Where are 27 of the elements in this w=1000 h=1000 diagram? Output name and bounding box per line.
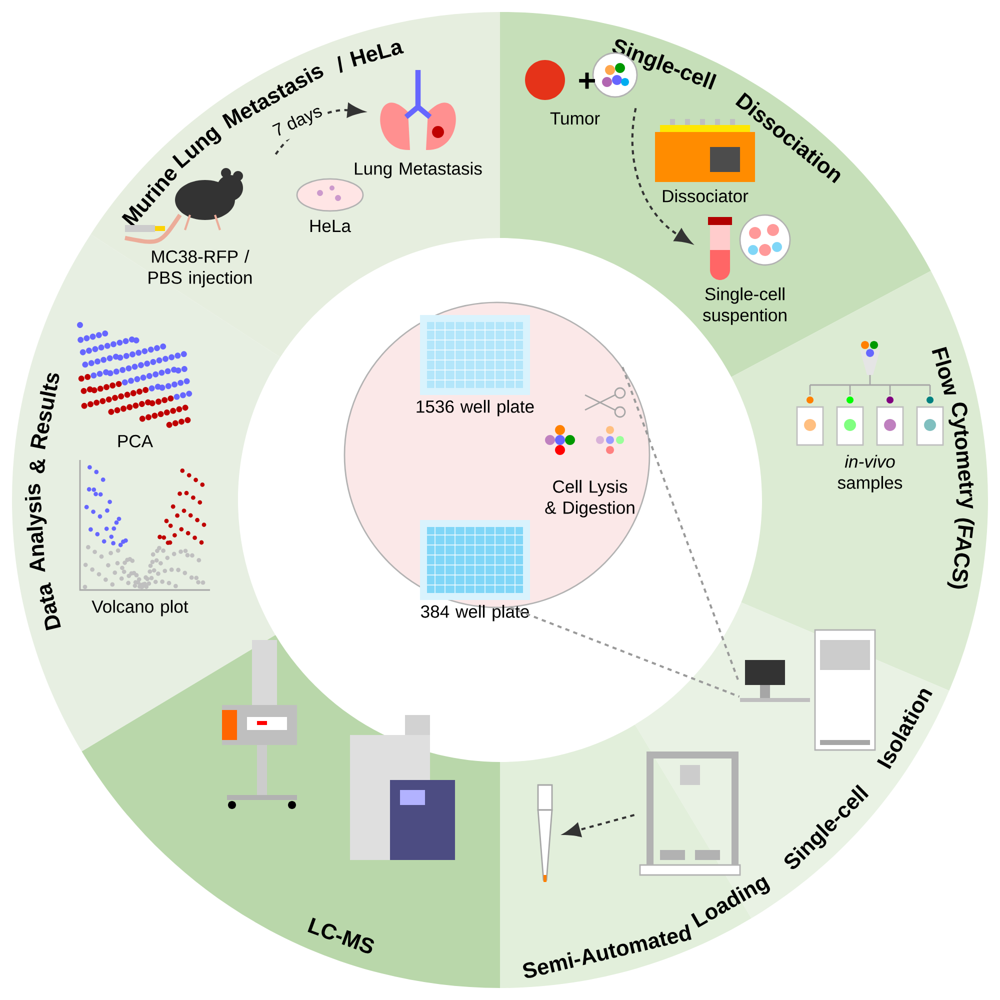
dissociator-drawing: Dissociator [655, 118, 755, 202]
volcano-plot-drawing: Volcano plot [79, 460, 210, 616]
node-label: Data Analysis & Results [24, 372, 61, 630]
node-label: MC38-RFP / PBS injection [148, 250, 252, 288]
chromatography-drawing [222, 640, 297, 809]
arrow [631, 108, 692, 244]
cell-sorter-drawing [740, 629, 876, 751]
node-label: Cell Lysis & Digestion [545, 480, 634, 518]
cell-lysis-drawing: Cell Lysis & Digestion [545, 387, 634, 518]
plus-sign: + [579, 72, 595, 89]
well-plate-drawing: 384 well plate [420, 520, 530, 622]
node-label: Lung Metastasis [354, 162, 482, 178]
petri-dish-drawing: HeLa [296, 178, 364, 232]
node-label: 384 well plate [420, 604, 529, 622]
node-label: 1536 well plate [416, 400, 534, 416]
node-label: in-vivo samples [838, 454, 902, 492]
node-label: Volcano plot [92, 600, 188, 616]
node-label: PCA [118, 434, 154, 448]
liquid-handler-drawing [639, 751, 741, 876]
mass-spectrometer-drawing [350, 715, 455, 860]
node-label: Tumor [550, 112, 600, 125]
node-label: HeLa [310, 220, 351, 232]
arrow [564, 814, 635, 837]
arrow [274, 103, 364, 155]
node-label: Dissociator [662, 189, 748, 202]
pipette-tip-drawing [537, 784, 553, 882]
lung-drawing: Lung Metastasis [354, 67, 482, 178]
